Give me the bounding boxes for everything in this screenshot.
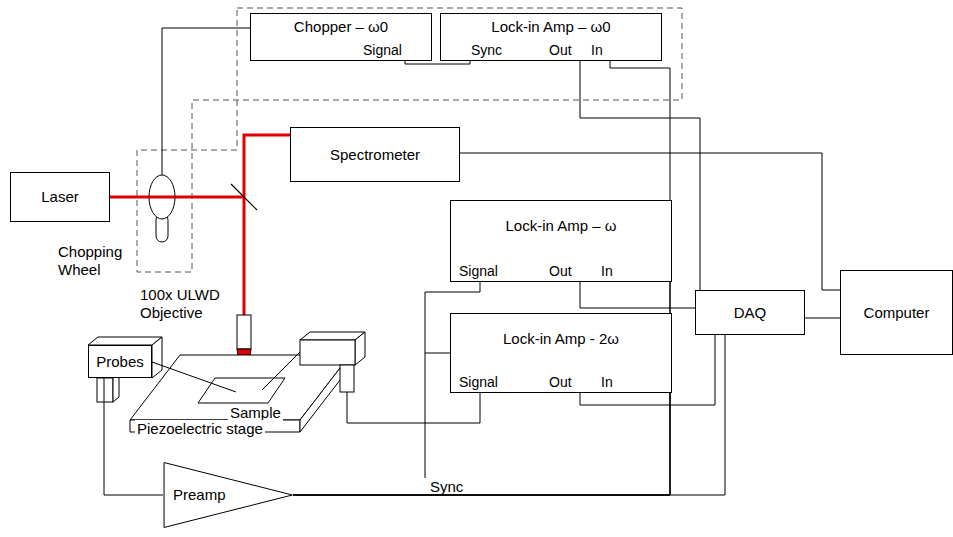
pin-name: Signal (363, 42, 402, 58)
signal-name: Sync (430, 478, 463, 496)
computer-box: Computer (840, 270, 953, 355)
node-title: Laser (41, 188, 79, 206)
signal-wire (405, 61, 470, 64)
probes-box: Probes (88, 345, 152, 378)
node-title: Spectrometer (330, 146, 420, 164)
laser-beam-through-wheel (149, 196, 175, 199)
node-title: DAQ (734, 304, 767, 322)
signal-wire (293, 383, 672, 495)
spectrometer-box: Spectrometer (290, 127, 460, 182)
node-title: Lock-in Amp - 2ω (451, 330, 671, 348)
laser-box: Laser (10, 172, 110, 222)
probe-needle (262, 352, 300, 390)
pin-name: Out (549, 374, 572, 390)
part-label: Chopping Wheel (58, 243, 136, 279)
node-title: Computer (864, 304, 930, 322)
beam-splitter (231, 184, 257, 210)
amplifier-outline (164, 463, 292, 528)
pin-name: Sync (471, 42, 502, 58)
signal-wire (805, 318, 840, 319)
lockin-box: Lock-in Amp - 2ω Signal Out In (450, 313, 672, 393)
lockin-box: Lock-in Amp – ω Signal Out In (450, 200, 672, 282)
signal-wire (293, 270, 672, 495)
part-label: 100x ULWD Objective (140, 286, 234, 322)
pin-name: Signal (459, 374, 498, 390)
sync-wire-stub (425, 353, 426, 478)
node-title: Preamp (173, 486, 226, 504)
node-title: Lock-in Amp – ω0 (441, 18, 661, 36)
pin-name: Signal (459, 263, 498, 279)
actuator-post (340, 365, 354, 392)
node-title: Chopper – ω0 (251, 18, 431, 36)
stage-drive-wire (347, 392, 480, 423)
actuator-block-front (300, 340, 355, 365)
probe-block-side (152, 337, 162, 378)
pin-name: In (601, 263, 613, 279)
objective-body (237, 315, 251, 349)
chopping-wheel (149, 175, 175, 219)
preamp-triangle: Preamp (163, 462, 293, 528)
pin-name: In (591, 42, 603, 58)
actuator-block-top (300, 332, 365, 340)
probe-needle (152, 362, 236, 392)
pin-name: Out (549, 263, 572, 279)
probe-post (97, 378, 113, 402)
pin-name: Out (549, 42, 572, 58)
sample-plate (198, 378, 285, 403)
part-label: Piezoelectric stage (135, 420, 265, 438)
pin-name: In (601, 374, 613, 390)
actuator-block-side (355, 332, 365, 365)
node-title: Lock-in Amp – ω (451, 217, 671, 235)
probe-block-top (88, 337, 162, 345)
daq-box: DAQ (695, 290, 805, 335)
chopper-box: Chopper – ω0 Signal (250, 13, 432, 61)
lockin-box: Lock-in Amp – ω0 Sync Out In (440, 13, 662, 61)
dashed-group-outline (137, 8, 682, 272)
chopper-wire (162, 28, 250, 175)
signal-wire (580, 282, 695, 308)
node-title: Probes (96, 353, 144, 371)
